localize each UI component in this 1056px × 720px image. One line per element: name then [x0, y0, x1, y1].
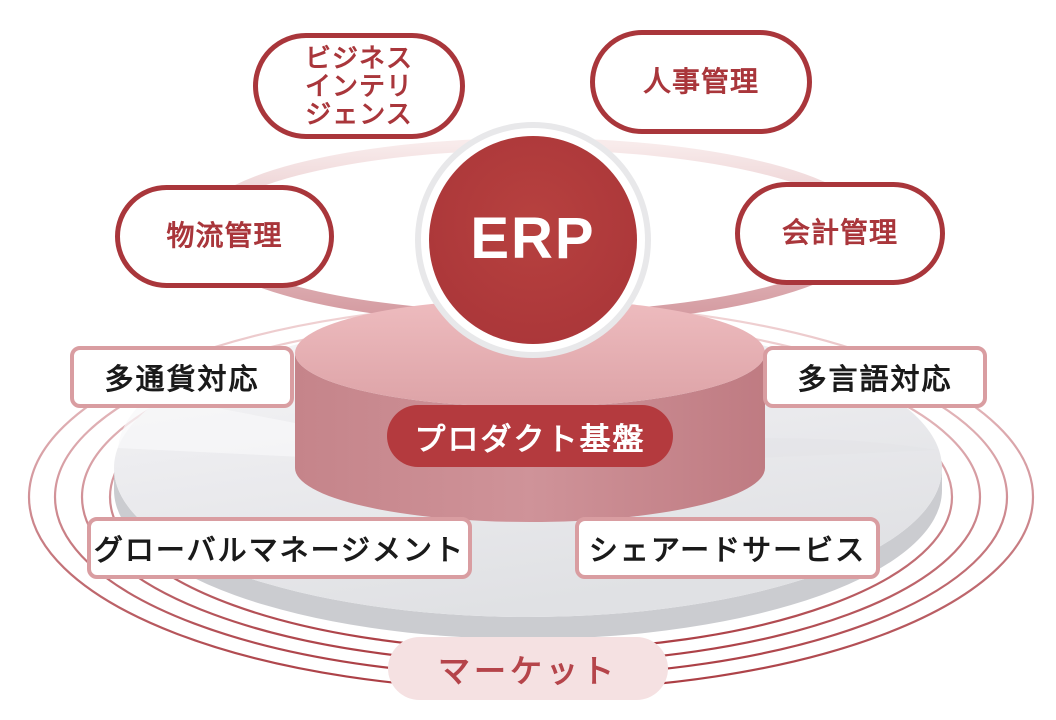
- module-pill-business-intelligence: ビジネス インテリ ジェンス: [253, 33, 465, 139]
- market-pill: マーケット: [388, 637, 668, 700]
- feature-label: 多言語対応: [797, 364, 953, 396]
- module-pill-label: 物流管理: [166, 220, 283, 252]
- feature-box-shared-services: シェアードサービス: [575, 517, 880, 579]
- module-pill-logistics-management: 物流管理: [115, 185, 334, 288]
- feature-label: 多通貨対応: [104, 364, 260, 396]
- module-pill-hr-management: 人事管理: [590, 30, 812, 134]
- feature-label: シェアードサービス: [588, 535, 867, 567]
- platform-label: プロダクト基盤: [414, 421, 646, 457]
- module-pill-label: ビジネス インテリ ジェンス: [304, 42, 413, 130]
- module-pill-label: 会計管理: [781, 217, 898, 249]
- module-pill-accounting-management: 会計管理: [735, 182, 945, 285]
- erp-circle: [415, 122, 651, 358]
- feature-label: グローバルマネージメント: [93, 535, 466, 567]
- feature-box-global-management: グローバルマネージメント: [87, 517, 472, 579]
- feature-box-multi-currency: 多通貨対応: [70, 346, 294, 408]
- module-pill-label: 人事管理: [642, 65, 759, 97]
- erp-label: ERP: [470, 205, 596, 271]
- feature-box-multi-language: 多言語対応: [763, 346, 987, 408]
- platform-badge: プロダクト基盤: [387, 405, 673, 467]
- market-label: マーケット: [437, 652, 618, 689]
